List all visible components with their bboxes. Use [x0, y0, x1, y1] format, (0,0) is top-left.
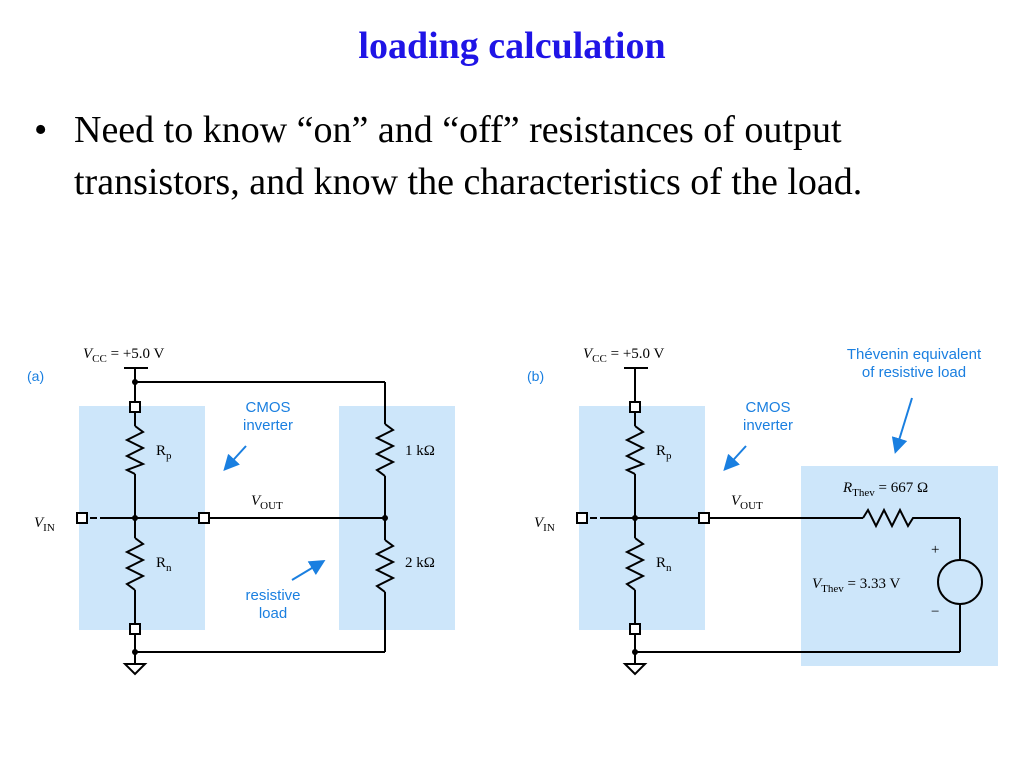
load-annotation-a-line1: resistive [245, 587, 300, 604]
rn-label-a: Rn [156, 555, 172, 574]
bullet-list: • Need to know “on” and “off” resistance… [34, 104, 1004, 208]
thevenin-panel-b [801, 466, 998, 666]
wires-a [90, 367, 396, 676]
bullet-marker: • [34, 109, 48, 151]
cmos-arrow-b [723, 445, 747, 471]
cmos-arrow-a [223, 445, 247, 471]
load-arrow-a [291, 559, 326, 581]
terminals-a [76, 401, 210, 635]
rthev-label-b: RThev = 667 Ω [842, 480, 928, 499]
vout-label-a: VOUT [251, 493, 283, 512]
rn-label-b: Rn [656, 555, 672, 574]
diagram-b-tag: (b) [527, 368, 544, 384]
vin-label-b: VIN [534, 515, 555, 534]
thevenin-annotation-line2: of resistive load [862, 364, 966, 381]
cmos-annotation-a-line2: inverter [243, 417, 293, 434]
vin-label-a: VIN [34, 515, 55, 534]
cmos-annotation-b-line1: CMOS [746, 399, 791, 416]
vcc-label-a: VCC = +5.0 V [83, 346, 165, 365]
diagram-a-tag: (a) [27, 368, 44, 384]
thevenin-arrow [891, 397, 913, 454]
thevenin-annotation-line1: Thévenin equivalent [847, 346, 982, 363]
terminals-b [576, 401, 710, 635]
vthev-label-b: VThev = 3.33 V [812, 576, 900, 595]
rp-label-b: Rp [656, 443, 672, 462]
r1k-label-a: 1 kΩ [405, 443, 435, 459]
cmos-annotation-b-line2: inverter [743, 417, 793, 434]
junction-dots-a [132, 379, 388, 655]
diagram-a: (a) VCC = +5.0 V [27, 346, 455, 676]
junction-dots-b [632, 515, 638, 655]
load-annotation-a-line2: load [259, 605, 287, 622]
cmos-annotation-a-line1: CMOS [246, 399, 291, 416]
slide-title: loading calculation [358, 25, 666, 67]
minus-sign-b: − [931, 604, 939, 620]
diagram-b: (b) VCC = +5.0 V [527, 346, 998, 676]
wires-b [590, 367, 983, 676]
r2k-label-a: 2 kΩ [405, 555, 435, 571]
rp-label-a: Rp [156, 443, 172, 462]
vcc-label-b: VCC = +5.0 V [583, 346, 665, 365]
plus-sign-b: + [931, 542, 939, 558]
bullet-item: • Need to know “on” and “off” resistance… [34, 104, 1004, 208]
bullet-text: Need to know “on” and “off” resistances … [74, 109, 863, 203]
vout-label-b: VOUT [731, 493, 763, 512]
